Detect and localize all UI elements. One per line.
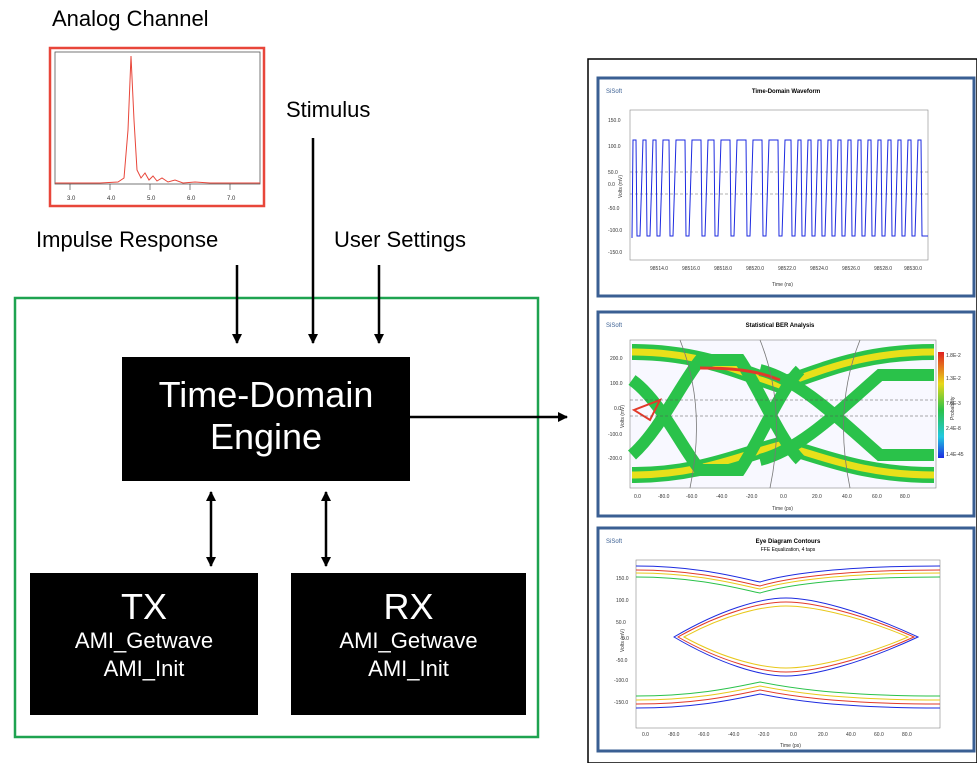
ct-ytick-3: 50.0 — [616, 620, 626, 626]
ber-xtick-9: 60.0 — [872, 494, 882, 500]
tx-title: TX — [120, 586, 167, 627]
ct-ytick-7: -150.0 — [614, 700, 628, 706]
analog-channel-label: Analog Channel — [52, 6, 209, 31]
ct-ytick-1: 150.0 — [616, 576, 629, 582]
ber-cbar-3: 7.6E-3 — [946, 401, 961, 407]
ber-colorbar — [938, 352, 944, 458]
ber-xtick-4: -40.0 — [716, 494, 728, 500]
ct-xtick-10: 80.0 — [902, 732, 912, 738]
ber-ytick-1: 200.0 — [610, 356, 623, 362]
ct-xlabel: Time (ps) — [780, 743, 801, 749]
ber-ytick-5: -200.0 — [608, 456, 622, 462]
ber-xtick-2: -80.0 — [658, 494, 670, 500]
ber-xtick-5: -20.0 — [746, 494, 758, 500]
ber-xlabel: Time (ps) — [772, 506, 793, 512]
wf-xtick-2: 98516.0 — [682, 266, 700, 272]
rx-box: RX AMI_Getwave AMI_Init — [291, 573, 526, 715]
user-settings-label: User Settings — [334, 227, 467, 252]
ct-xtick-9: 60.0 — [874, 732, 884, 738]
ber-cbar-5: 1.4E-45 — [946, 452, 964, 458]
ct-ylabel: Volts (mV) — [620, 629, 626, 652]
contour-logo: SiSoft — [606, 539, 622, 545]
ct-xtick-5: -20.0 — [758, 732, 770, 738]
wf-ytick-1: 150.0 — [608, 118, 621, 124]
tx-box: TX AMI_Getwave AMI_Init — [30, 573, 258, 715]
analog-tick-4: 6.0 — [187, 196, 196, 202]
wf-xtick-5: 98522.0 — [778, 266, 796, 272]
impulse-response-label: Impulse Response — [36, 227, 219, 252]
wf-ylabel: Volts (mV) — [618, 175, 624, 198]
contour-title: Eye Diagram Contours — [756, 539, 821, 545]
ber-xtick-3: -60.0 — [686, 494, 698, 500]
wf-xtick-6: 98524.0 — [810, 266, 828, 272]
wf-xtick-8: 98528.0 — [874, 266, 892, 272]
ct-xtick-1: 0.0 — [642, 732, 649, 738]
ber-xtick-1: 0.0 — [634, 494, 641, 500]
ber-cbar-label: Probability — [950, 396, 956, 420]
ct-xtick-8: 40.0 — [846, 732, 856, 738]
rx-func-2: AMI_Init — [368, 656, 449, 681]
wf-xtick-4: 98520.0 — [746, 266, 764, 272]
waveform-title: Time-Domain Waveform — [752, 89, 820, 95]
engine-title-line2: Engine — [209, 416, 323, 457]
ber-cbar-1: 1.8E-2 — [946, 353, 961, 359]
ber-xtick-10: 80.0 — [900, 494, 910, 500]
wf-xlabel: Time (ns) — [772, 282, 793, 288]
wf-xtick-3: 98518.0 — [714, 266, 732, 272]
ct-xtick-6: 0.0 — [790, 732, 797, 738]
tx-func-1: AMI_Getwave — [74, 628, 214, 653]
contour-subtitle: FFE Equalization, 4 taps — [761, 547, 816, 553]
ber-ytick-3: 0.0 — [614, 406, 621, 412]
ct-ytick-2: 100.0 — [616, 598, 629, 604]
ct-xtick-7: 20.0 — [818, 732, 828, 738]
ber-panel: SiSoft Statistical BER Analysis — [596, 310, 976, 518]
ct-ytick-6: -100.0 — [614, 678, 628, 684]
ct-xtick-3: -60.0 — [698, 732, 710, 738]
ct-xtick-4: -40.0 — [728, 732, 740, 738]
wf-xtick-1: 98514.0 — [650, 266, 668, 272]
wf-ytick-4: 0.0 — [608, 182, 615, 188]
ber-ytick-4: -100.0 — [608, 432, 622, 438]
wf-ytick-7: -150.0 — [608, 250, 622, 256]
analog-tick-5: 7.0 — [227, 196, 236, 202]
rx-title: RX — [383, 586, 434, 627]
wf-ytick-2: 100.0 — [608, 144, 621, 150]
ber-xtick-8: 40.0 — [842, 494, 852, 500]
wf-xtick-9: 98530.0 — [904, 266, 922, 272]
engine-title-line1: Time-Domain — [158, 374, 374, 415]
waveform-panel: SiSoft Time-Domain Waveform 150.0 100.0 … — [596, 76, 976, 298]
ct-xtick-2: -80.0 — [668, 732, 680, 738]
engine-box: Time-Domain Engine — [122, 357, 410, 481]
ber-cbar-2: 1.3E-2 — [946, 376, 961, 382]
ber-title: Statistical BER Analysis — [746, 323, 815, 329]
analog-tick-1: 3.0 — [67, 196, 76, 202]
rx-func-1: AMI_Getwave — [339, 628, 478, 653]
contour-panel: SiSoft Eye Diagram Contours FFE Equaliza… — [596, 526, 976, 753]
wf-ytick-6: -100.0 — [608, 228, 622, 234]
ber-ylabel: Volts (mV) — [620, 405, 626, 428]
ber-xtick-6: 0.0 — [780, 494, 787, 500]
analog-tick-3: 5.0 — [147, 196, 156, 202]
engine-container — [13, 296, 540, 739]
ct-ytick-5: -50.0 — [616, 658, 628, 664]
wf-ytick-3: 50.0 — [608, 170, 618, 176]
waveform-trace — [631, 139, 928, 239]
waveform-logo: SiSoft — [606, 89, 622, 95]
ber-cbar-4: 2.4E-8 — [946, 426, 961, 432]
ber-logo: SiSoft — [606, 323, 622, 329]
tx-func-2: AMI_Init — [103, 656, 185, 681]
ber-ytick-2: 100.0 — [610, 381, 623, 387]
analog-tick-2: 4.0 — [107, 196, 116, 202]
analog-channel-plot: 3.0 4.0 5.0 6.0 7.0 — [48, 46, 266, 208]
wf-xtick-7: 98526.0 — [842, 266, 860, 272]
ber-eye — [627, 339, 936, 489]
ber-xtick-7: 20.0 — [812, 494, 822, 500]
ct-ytick-4: 0.0 — [622, 636, 629, 642]
stimulus-label: Stimulus — [286, 97, 371, 122]
wf-ytick-5: -50.0 — [608, 206, 620, 212]
